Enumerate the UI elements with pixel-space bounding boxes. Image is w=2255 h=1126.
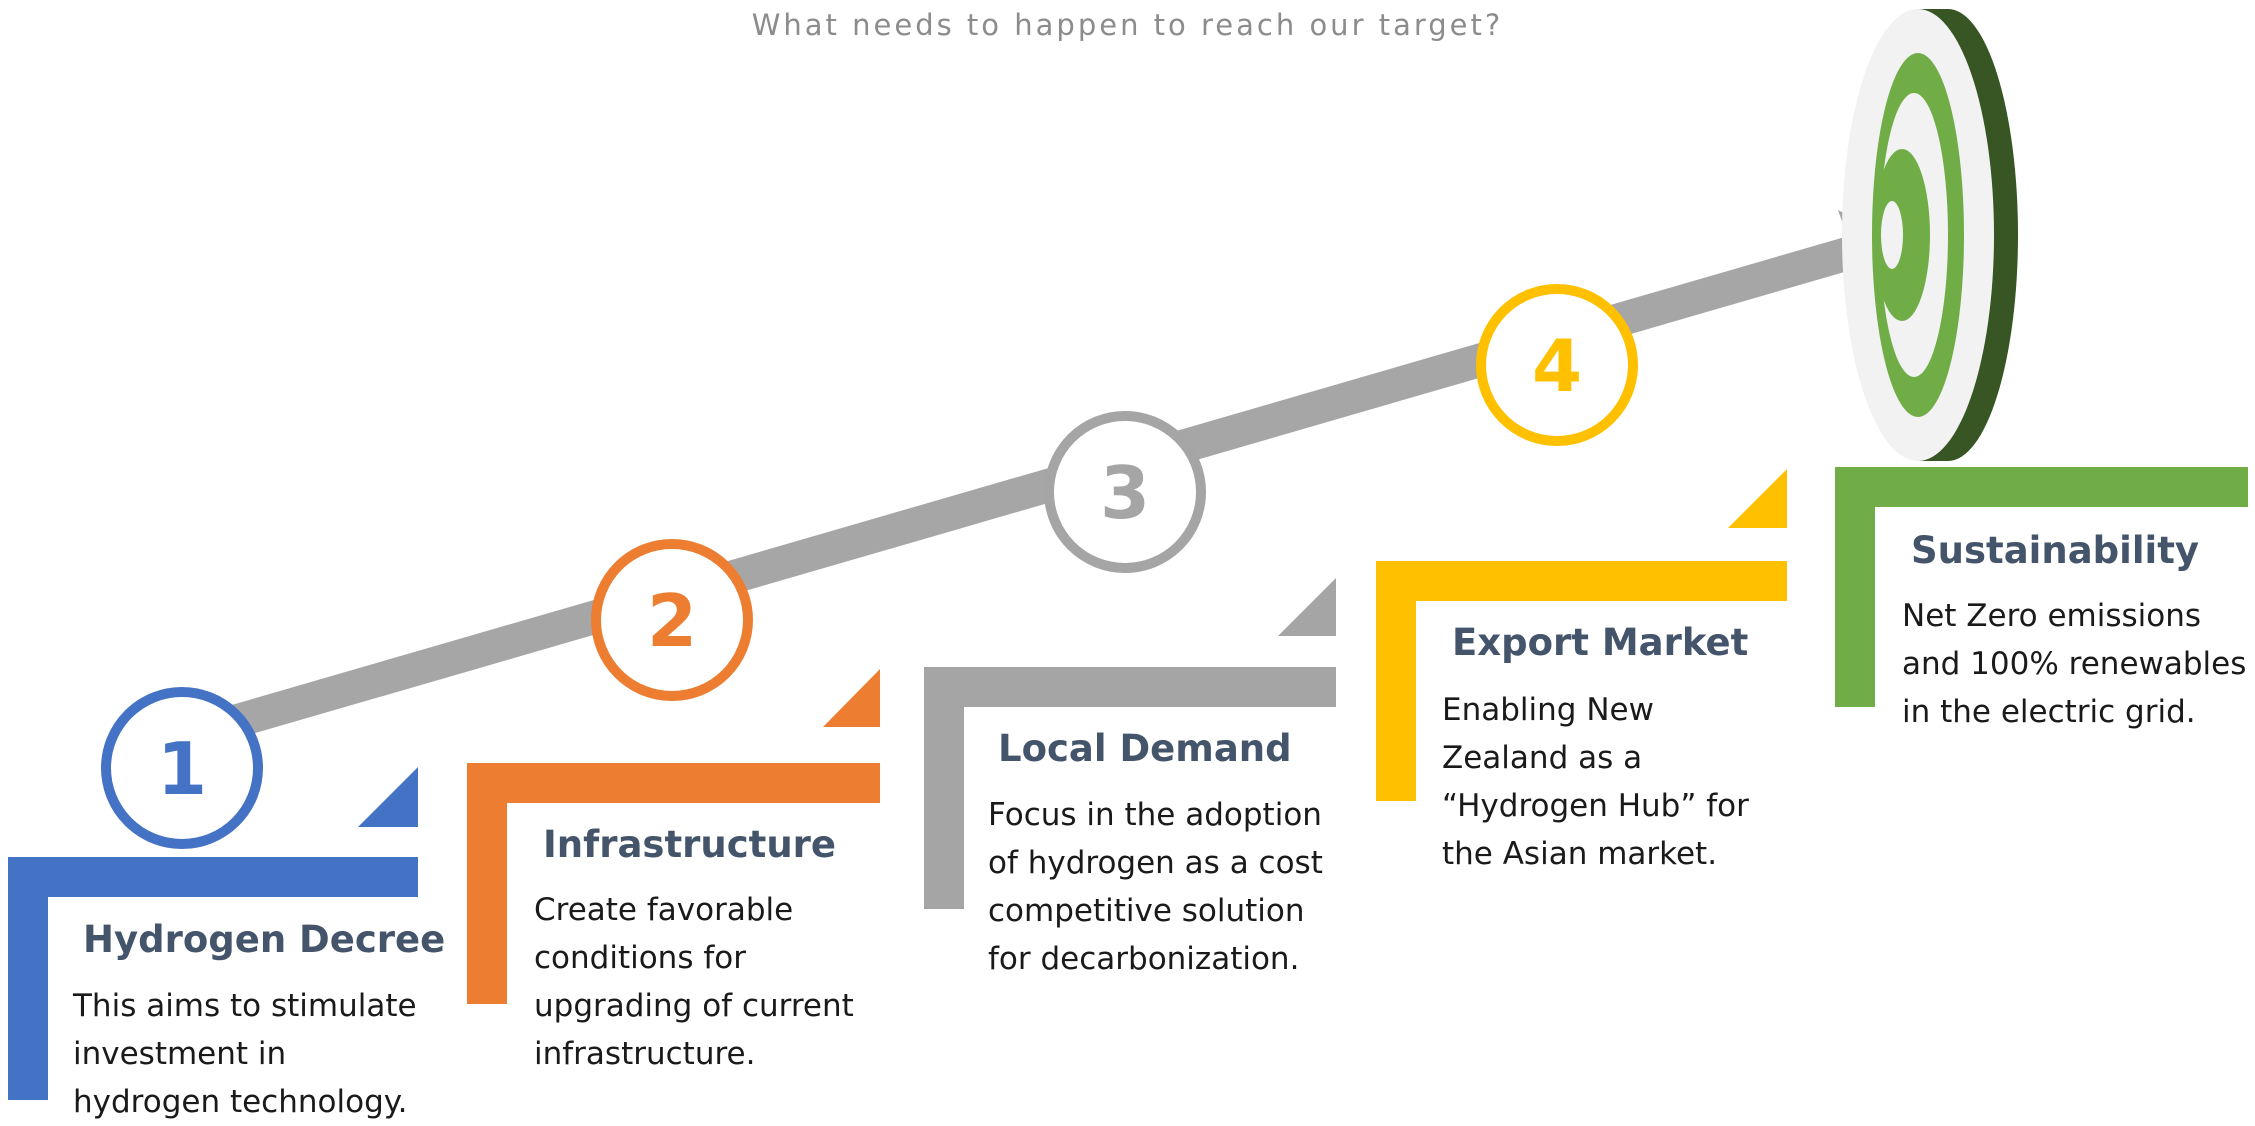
- target-bullseye: [1881, 201, 1903, 269]
- step-3-title: Local Demand: [998, 727, 1292, 770]
- step-4-description: Enabling New Zealand as a “Hydrogen Hub”…: [1442, 692, 1749, 872]
- step-2-corner: [823, 669, 880, 727]
- goal-description: Net Zero emissions and 100% renewables i…: [1902, 598, 2247, 730]
- step-4-number: 4: [1532, 324, 1582, 408]
- goal: [1835, 467, 2248, 707]
- step-1: 1: [8, 687, 418, 1100]
- step-4-bracket: [1376, 561, 1787, 801]
- step-1-circle: [101, 687, 263, 849]
- step-4-title: Export Market: [1452, 621, 1749, 664]
- step-1-number: 1: [157, 727, 207, 811]
- step-2-title: Infrastructure: [543, 823, 837, 866]
- step-3-circle: [1044, 411, 1206, 573]
- step-2: 2: [467, 539, 880, 1004]
- target-icon: [1842, 9, 2018, 461]
- step-2-number: 2: [647, 579, 697, 663]
- step-1-corner: [358, 767, 418, 827]
- page-title: What needs to happen to reach our target…: [751, 8, 1504, 42]
- step-1-bracket: [8, 857, 418, 1100]
- step-2-bracket: [467, 763, 880, 1004]
- step-2-description: Create favorable conditions for upgradin…: [534, 892, 854, 1072]
- step-1-title: Hydrogen Decree: [83, 918, 446, 961]
- step-3-corner: [1278, 578, 1336, 636]
- step-3-description: Focus in the adoption of hydrogen as a c…: [988, 797, 1323, 977]
- step-4: 4: [1376, 284, 1787, 801]
- step-1-description: This aims to stimulate investment in hyd…: [73, 988, 417, 1120]
- step-3-number: 3: [1100, 451, 1150, 535]
- step-4-circle: [1476, 284, 1638, 446]
- goal-bracket: [1835, 467, 2248, 707]
- step-4-corner: [1728, 469, 1787, 528]
- goal-title: Sustainability: [1911, 529, 2199, 572]
- step-3-bracket: [924, 667, 1336, 909]
- step-3: 3: [924, 411, 1336, 909]
- step-2-circle: [591, 539, 753, 701]
